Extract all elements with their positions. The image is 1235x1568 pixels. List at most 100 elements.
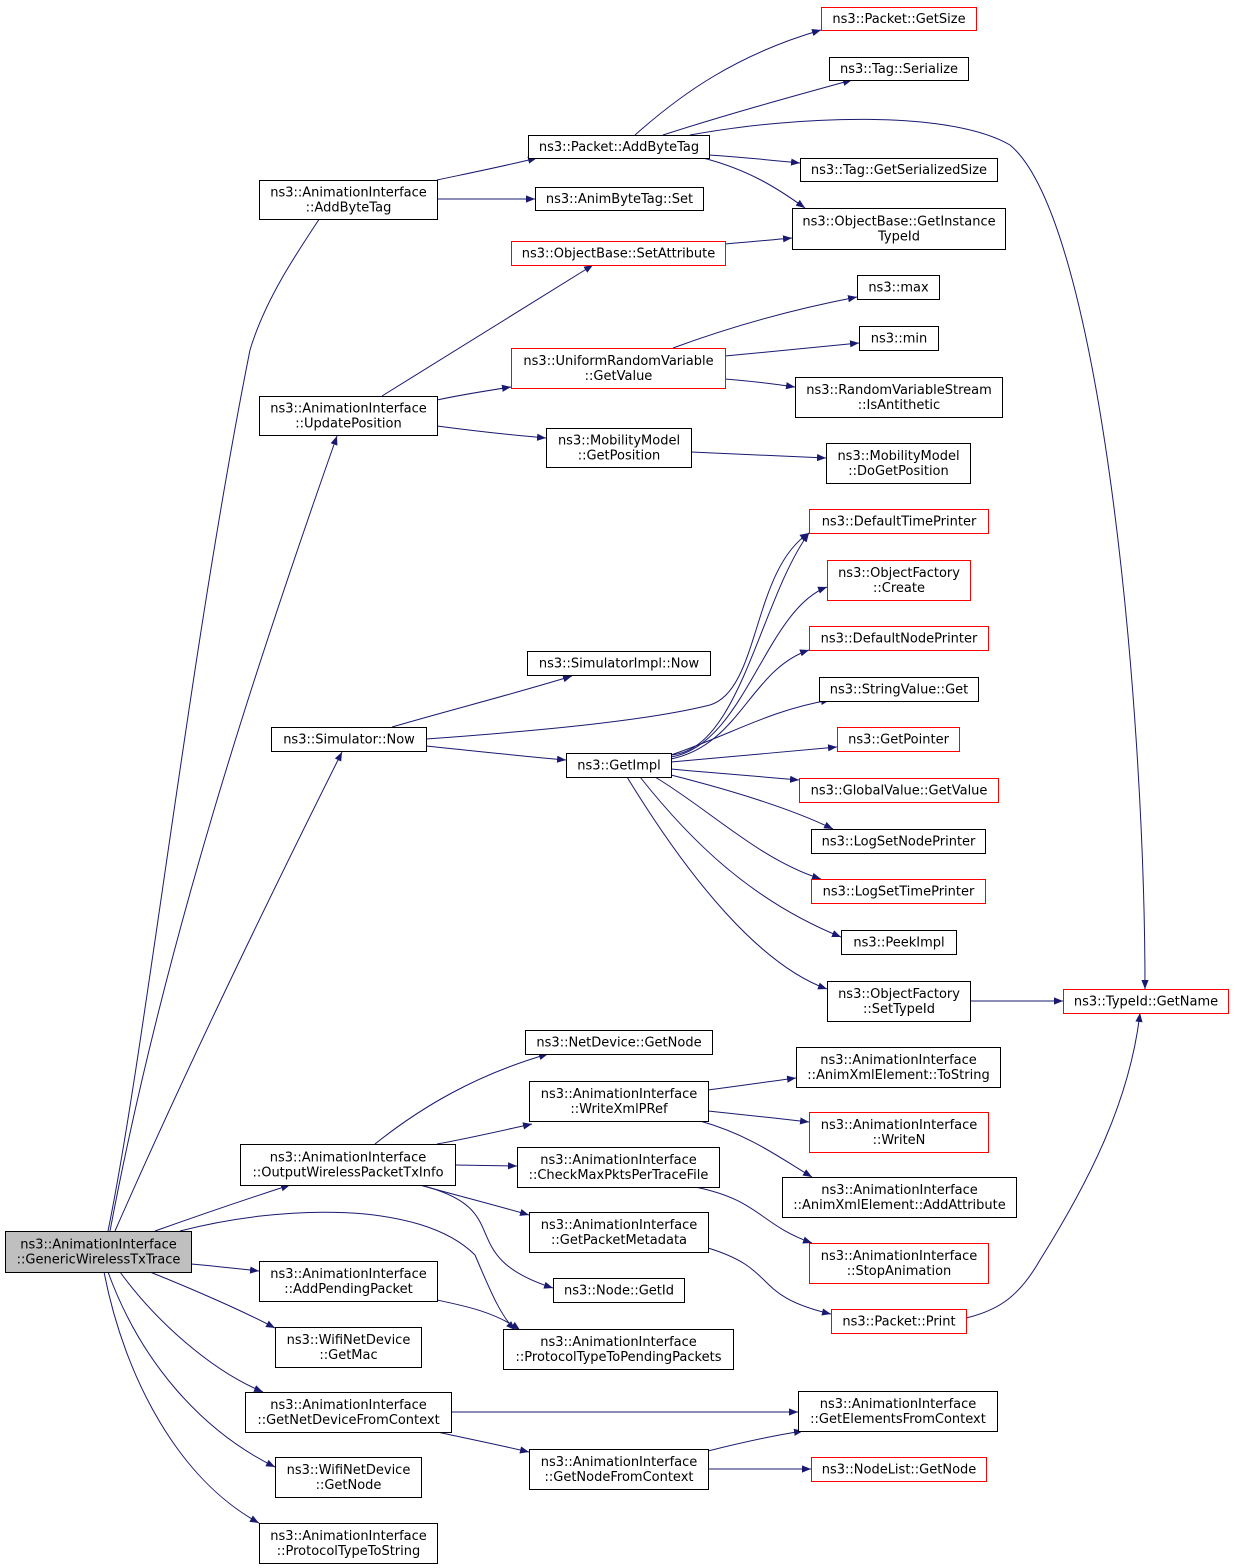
node-n6[interactable]: ns3::AnimByteTag::Set (535, 187, 704, 211)
node-label: ::WriteN (873, 1133, 926, 1148)
node-n19[interactable]: ns3::SimulatorImpl::Now (527, 651, 711, 676)
node-n28[interactable]: ns3::ObjectFactory::SetTypeId (827, 981, 971, 1022)
node-n46[interactable]: ns3::AnimationInterface::GetNodeFromCont… (529, 1449, 709, 1490)
node-n3[interactable]: ns3::Packet::GetSize (821, 7, 977, 31)
node-n11[interactable]: ns3::UniformRandomVariable::GetValue (511, 348, 726, 389)
node-n35[interactable]: ns3::AnimationInterface::CheckMaxPktsPer… (517, 1147, 720, 1188)
node-n38[interactable]: ns3::AnimationInterface::StopAnimation (809, 1243, 989, 1284)
node-label: ns3::Packet::Print (842, 1315, 955, 1330)
node-box (841, 930, 957, 955)
node-n15[interactable]: ns3::MobilityModel::DoGetPosition (826, 443, 971, 484)
node-n10[interactable]: ns3::min (859, 326, 939, 351)
node-n43[interactable]: ns3::AnimationInterface::ProtocolTypeToP… (503, 1329, 734, 1370)
node-box (809, 626, 989, 651)
node-box (511, 348, 726, 389)
node-n42[interactable]: ns3::WifiNetDevice::GetMac (275, 1327, 422, 1368)
edge-n23-to-n22 (670, 744, 838, 763)
node-n12[interactable]: ns3::RandomVariableStream::IsAntithetic (795, 377, 1003, 418)
node-n34[interactable]: ns3::AnimationInterface::OutputWirelessP… (240, 1144, 456, 1186)
node-n1[interactable]: ns3::AnimationInterface::AddByteTag (259, 180, 438, 220)
node-n17[interactable]: ns3::ObjectFactory::Create (827, 560, 971, 601)
node-box (271, 727, 427, 752)
edge-n23-to-n18 (670, 649, 810, 760)
node-n8[interactable]: ns3::ObjectBase::SetAttribute (511, 241, 726, 266)
node-box (859, 326, 939, 351)
node-n4[interactable]: ns3::Tag::Serialize (829, 57, 969, 81)
node-n44[interactable]: ns3::AnimationInterface::GetElementsFrom… (798, 1391, 998, 1432)
node-n31[interactable]: ns3::AnimationInterface::AnimXmlElement:… (796, 1047, 1001, 1088)
edge-n2-to-n4 (662, 78, 853, 136)
node-box (525, 1030, 713, 1055)
node-n22[interactable]: ns3::GetPointer (837, 727, 960, 752)
node-n45[interactable]: ns3::AnimationInterface::GetNetDeviceFro… (245, 1392, 452, 1433)
node-label: ::AddPendingPacket (284, 1282, 412, 1297)
node-n16[interactable]: ns3::DefaultTimePrinter (809, 509, 989, 534)
edge-n34-to-n35 (454, 1162, 518, 1170)
node-box (799, 778, 999, 803)
node-label: ::CheckMaxPktsPerTraceFile (529, 1168, 709, 1183)
node-label: ns3::AnimationInterface (270, 1398, 427, 1413)
node-label: ::UpdatePosition (295, 417, 401, 432)
node-n5[interactable]: ns3::Tag::GetSerializedSize (800, 158, 998, 182)
node-n24[interactable]: ns3::GlobalValue::GetValue (799, 778, 999, 803)
edge-n11-to-n12 (724, 378, 796, 390)
node-label: ns3::GetPointer (848, 733, 949, 748)
node-label: ns3::MobilityModel (837, 449, 959, 464)
edge-n35-to-n38 (694, 1186, 813, 1244)
edge-n0-to-n42 (149, 1271, 276, 1329)
node-label: ns3::DefaultNodePrinter (821, 632, 978, 647)
node-n49[interactable]: ns3::AnimationInterface::ProtocolTypeToS… (259, 1523, 438, 1564)
node-n14[interactable]: ns3::MobilityModel::GetPosition (546, 428, 692, 468)
node-label: ns3::DefaultTimePrinter (822, 515, 977, 530)
node-label: ns3::Tag::GetSerializedSize (811, 163, 987, 178)
node-box (275, 1457, 422, 1498)
node-n21[interactable]: ns3::Simulator::Now (271, 727, 427, 752)
node-label: ns3::GlobalValue::GetValue (811, 784, 988, 799)
node-n39[interactable]: ns3::Node::GetId (553, 1278, 685, 1303)
node-n37[interactable]: ns3::AnimationInterface::GetPacketMetada… (529, 1212, 709, 1253)
node-label: ::GetNetDeviceFromContext (257, 1413, 439, 1428)
node-box (529, 1212, 709, 1253)
node-label: ns3::NodeList::GetNode (822, 1463, 977, 1478)
node-n20[interactable]: ns3::StringValue::Get (819, 677, 979, 702)
node-n41[interactable]: ns3::Packet::Print (831, 1309, 967, 1334)
node-n25[interactable]: ns3::LogSetNodePrinter (811, 829, 986, 854)
node-box (553, 1278, 685, 1303)
node-label: ns3::ObjectBase::GetInstance (802, 215, 995, 230)
node-box (821, 7, 977, 31)
node-n13[interactable]: ns3::AnimationInterface::UpdatePosition (259, 396, 438, 436)
node-n18[interactable]: ns3::DefaultNodePrinter (809, 626, 989, 651)
node-label: ns3::AnimationInterface (540, 1335, 697, 1350)
edge-n0-to-n1 (107, 202, 331, 1232)
node-label: ::AddByteTag (306, 201, 392, 216)
node-label: ns3::WifiNetDevice (287, 1463, 411, 1478)
node-box (811, 1457, 987, 1482)
node-label: ns3::ObjectFactory (838, 566, 960, 581)
node-n9[interactable]: ns3::max (857, 275, 940, 300)
node-label: ::GetNode (316, 1478, 382, 1493)
node-box (809, 509, 989, 534)
node-label: ns3::AnimationInterface (20, 1238, 177, 1253)
node-label: ::GetValue (585, 369, 653, 384)
node-label: ::Create (873, 581, 925, 596)
node-n27[interactable]: ns3::PeekImpl (841, 930, 957, 955)
node-n2[interactable]: ns3::Packet::AddByteTag (528, 135, 710, 159)
node-n33[interactable]: ns3::AnimationInterface::WriteN (809, 1112, 989, 1153)
node-box (529, 1449, 709, 1490)
node-n40[interactable]: ns3::AnimationInterface::AddPendingPacke… (259, 1261, 438, 1302)
node-n29[interactable]: ns3::TypeId::GetName (1063, 989, 1229, 1014)
node-label: ns3::UniformRandomVariable (523, 354, 713, 369)
node-n23[interactable]: ns3::GetImpl (566, 753, 672, 778)
node-n36[interactable]: ns3::AnimationInterface::AnimXmlElement:… (782, 1177, 1017, 1218)
node-label: ns3::AnimByteTag::Set (546, 192, 693, 207)
node-n32[interactable]: ns3::AnimationInterface::WriteXmlPRef (529, 1081, 709, 1122)
node-label: ::AnimXmlElement::ToString (807, 1068, 989, 1083)
node-label: ns3::StringValue::Get (830, 683, 968, 698)
node-n0[interactable]: ns3::AnimationInterface::GenericWireless… (5, 1231, 192, 1273)
node-n26[interactable]: ns3::LogSetTimePrinter (811, 879, 986, 904)
node-n48[interactable]: ns3::WifiNetDevice::GetNode (275, 1457, 422, 1498)
node-n47[interactable]: ns3::NodeList::GetNode (811, 1457, 987, 1482)
node-n30[interactable]: ns3::NetDevice::GetNode (525, 1030, 713, 1055)
node-label: ::ProtocolTypeToPendingPackets (516, 1350, 722, 1365)
